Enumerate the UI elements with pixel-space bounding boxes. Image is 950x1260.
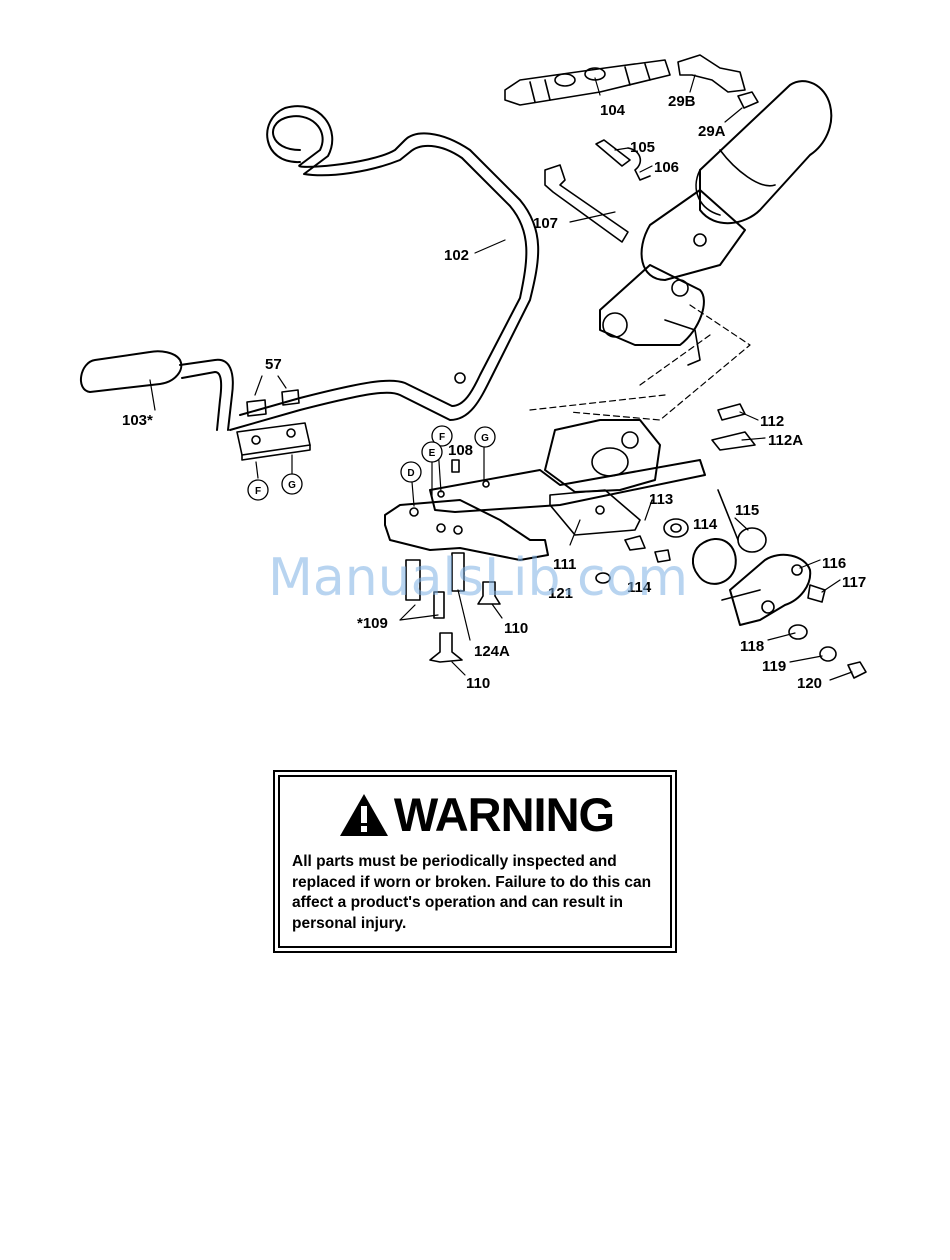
screw-part bbox=[405, 559, 501, 663]
warning-inner-frame: WARNING All parts must be periodically i… bbox=[278, 775, 672, 948]
callout-112: 112 bbox=[760, 413, 784, 430]
callout-111: 111 bbox=[553, 556, 576, 573]
callout-102: 102 bbox=[444, 247, 469, 264]
callout-114a: 114 bbox=[693, 516, 718, 533]
callout-118: 118 bbox=[740, 638, 764, 655]
warning-message: All parts must be periodically inspected… bbox=[292, 853, 652, 932]
callout-121: 121 bbox=[548, 585, 573, 602]
callout-103: 103* bbox=[122, 412, 153, 429]
svg-text:D: D bbox=[407, 468, 414, 479]
warning-triangle-icon bbox=[339, 793, 388, 836]
watermark: ManualsLib.com bbox=[268, 548, 688, 608]
callout-108: 108 bbox=[448, 442, 473, 459]
latch-part bbox=[711, 403, 756, 451]
callout-labels: 104 29B 29A 105 106 107 102 57 103* 112 … bbox=[122, 93, 866, 692]
pin-part bbox=[451, 459, 460, 473]
svg-text:F: F bbox=[255, 486, 261, 497]
ref-circle-e: E bbox=[421, 441, 443, 463]
callout-119: 119 bbox=[762, 658, 786, 675]
cylinder-part bbox=[599, 80, 833, 366]
callout-29b: 29B bbox=[668, 93, 696, 110]
callout-107: 107 bbox=[533, 215, 558, 232]
elbow-fitting-part bbox=[677, 54, 759, 109]
callout-124a: 124A bbox=[474, 643, 510, 660]
grip-handle-part bbox=[80, 350, 234, 431]
svg-text:F: F bbox=[439, 432, 445, 443]
handle-rod-part bbox=[229, 105, 540, 431]
parts-diagram: 104 29B 29A 105 106 107 102 57 103* 112 … bbox=[80, 54, 867, 692]
callout-113: 113 bbox=[649, 491, 673, 508]
frame-plate-part bbox=[384, 419, 706, 561]
svg-text:E: E bbox=[429, 448, 436, 459]
ref-circle-f-left: F bbox=[247, 479, 269, 501]
nut-plate-part bbox=[236, 389, 311, 461]
callout-120: 120 bbox=[797, 675, 822, 692]
ref-circle-f-right: F bbox=[431, 425, 453, 447]
callout-114b: 114 bbox=[627, 579, 652, 596]
callout-110a: 110 bbox=[504, 620, 528, 637]
svg-text:G: G bbox=[288, 480, 296, 491]
warning-title-row: WARNING bbox=[292, 791, 660, 838]
tube-part bbox=[504, 59, 671, 106]
warning-box: WARNING All parts must be periodically i… bbox=[273, 770, 677, 953]
callout-116: 116 bbox=[822, 555, 846, 572]
callout-117: 117 bbox=[842, 574, 866, 591]
ref-circle-g-right: G bbox=[474, 426, 496, 448]
callout-106: 106 bbox=[654, 159, 679, 176]
svg-text:G: G bbox=[481, 433, 489, 444]
callout-110b: 110 bbox=[466, 675, 490, 692]
callout-104: 104 bbox=[600, 102, 626, 119]
reference-letters: F G F E G D bbox=[247, 425, 496, 501]
gear-assembly-part bbox=[595, 489, 867, 679]
bolt-part bbox=[544, 139, 651, 243]
ref-circle-g-left: G bbox=[281, 473, 303, 495]
callout-112a: 112A bbox=[768, 432, 803, 449]
callout-115: 115 bbox=[735, 502, 759, 519]
ref-circle-d: D bbox=[400, 461, 422, 483]
callout-109: *109 bbox=[357, 615, 388, 632]
callout-29a: 29A bbox=[698, 123, 726, 140]
warning-title: WARNING bbox=[393, 788, 615, 841]
callout-105: 105 bbox=[630, 139, 655, 156]
callout-57: 57 bbox=[265, 356, 282, 373]
